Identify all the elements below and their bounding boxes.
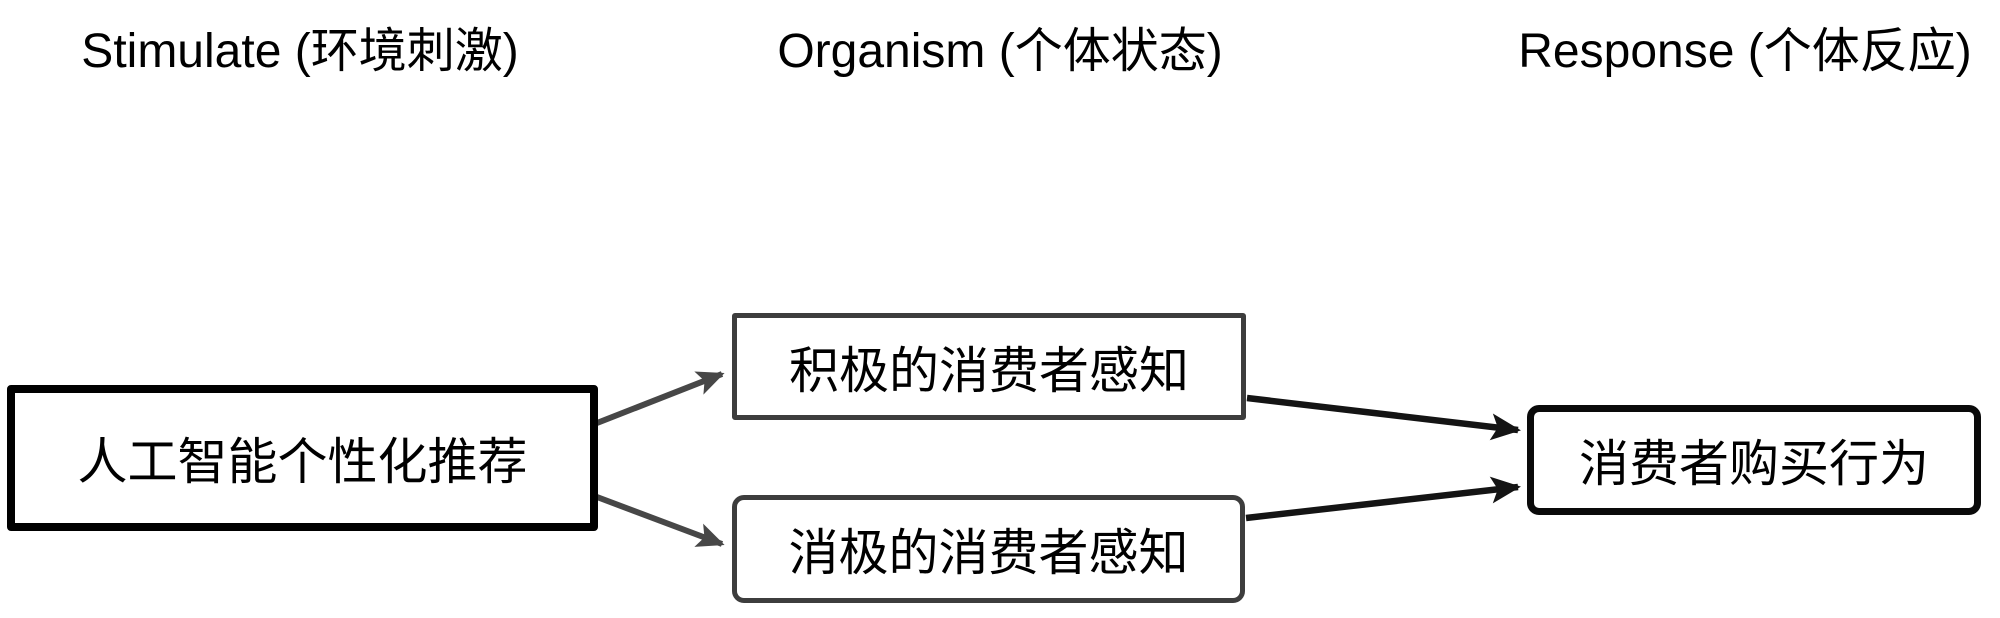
purchase-behavior-box: 消费者购买行为 — [1527, 405, 1981, 515]
stimulus-box: 人工智能个性化推荐 — [7, 385, 598, 531]
positive-perception-box-label: 积极的消费者感知 — [789, 342, 1189, 399]
negative-perception-box-label: 消极的消费者感知 — [788, 525, 1189, 581]
arrow-stimulus-to-negative-perception — [595, 494, 725, 547]
column-header-organism: Organism (个体状态) — [777, 25, 1223, 78]
purchase-behavior-box-label: 消费者购买行为 — [1579, 436, 1929, 492]
column-header-stimulate: Stimulate (环境刺激) — [81, 25, 519, 78]
column-header-response: Response (个体反应) — [1518, 25, 1972, 78]
positive-perception-box: 积极的消费者感知 — [732, 313, 1246, 420]
arrow-positive-perception-to-purchase-behavior — [1246, 394, 1521, 441]
arrow-stimulus-to-positive-perception — [595, 371, 725, 426]
arrow-negative-perception-to-purchase-behavior — [1245, 476, 1521, 522]
negative-perception-box: 消极的消费者感知 — [732, 495, 1245, 603]
stimulus-box-label: 人工智能个性化推荐 — [77, 434, 528, 490]
